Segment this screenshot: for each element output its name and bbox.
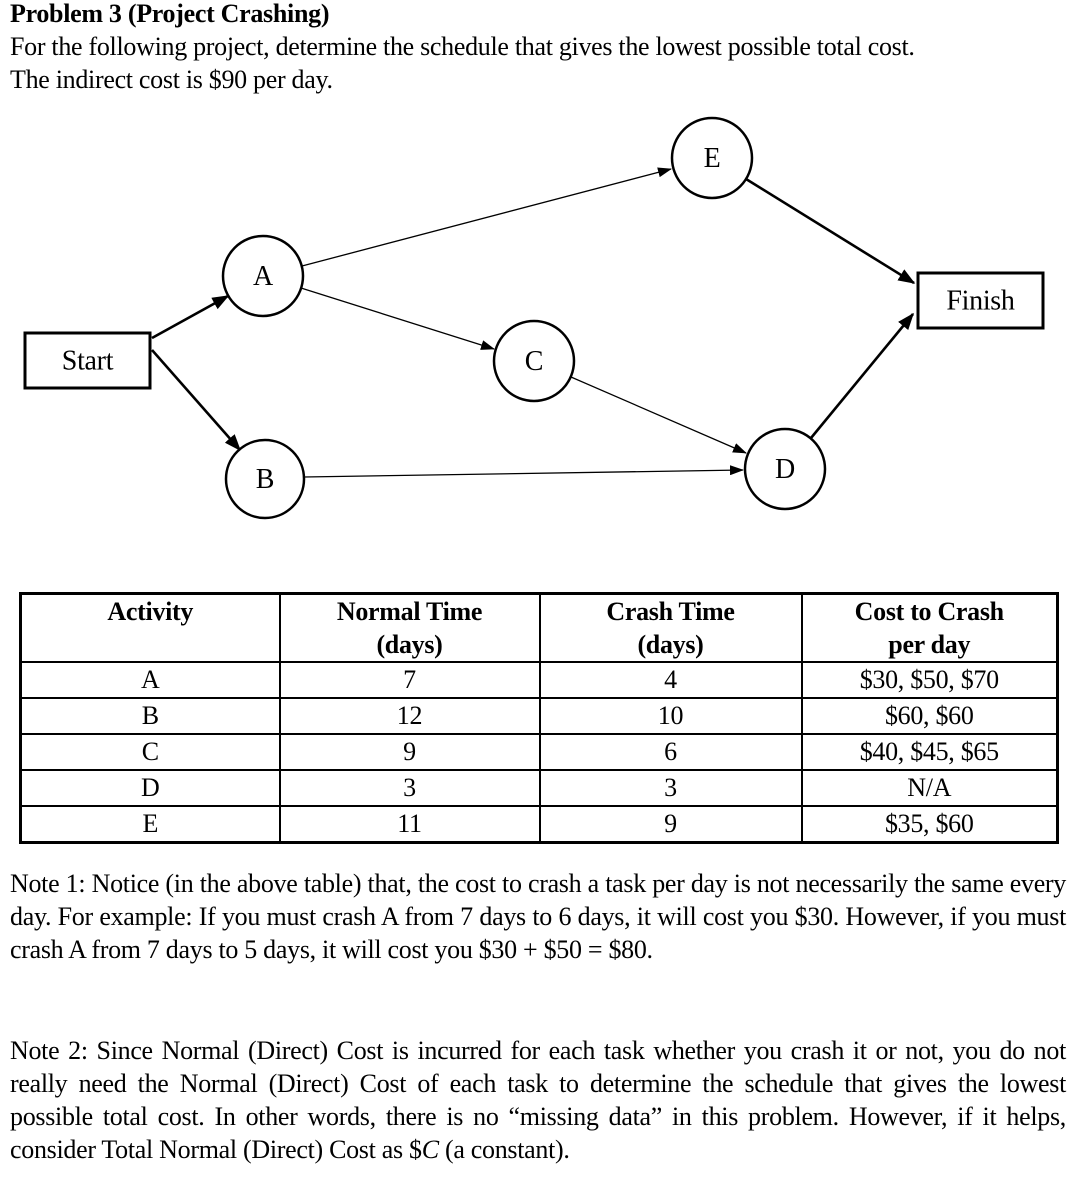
crash-table-wrap: Activity Normal Time (days) Crash Time (days… [19,592,1059,844]
node-label-B: B [256,464,274,495]
project-network-svg: Start A B C D E Finish [23,116,1045,520]
note-1-text: Note 1: Notice (in the above table) that… [10,869,1066,964]
cell-C-activity: C [19,733,281,771]
col-header-0: Activity [19,592,281,663]
node-A [221,234,305,318]
edge-B-D [303,465,744,478]
col-header-1-line1: Normal Time [336,597,483,626]
intro-line-2: The indirect cost is $90 per day. [10,65,333,94]
note-2-text-after: (a constant). [438,1135,570,1164]
cell-E-activity: E [19,805,281,844]
cell-A-activity: A [19,661,281,699]
node-C [492,319,576,403]
node-label-A: A [253,261,274,292]
col-header-2-line1: Crash Time [606,597,735,626]
note-2: Note 2: Since Normal (Direct) Cost is in… [10,1034,1066,1166]
table-header-row: Activity Normal Time (days) Crash Time (days… [19,592,1059,663]
intro-line-1: For the following project, determine the… [10,32,915,61]
col-header-2-line2: (days) [637,630,704,659]
node-label-D: D [775,454,795,485]
edge-A-E [301,167,672,267]
node-label-finish: Finish [946,286,1015,317]
cell-B-activity: B [19,697,281,735]
edge-start-A [151,294,230,340]
edge-C-D [570,376,747,454]
cell-B-cost: $60, $60 [800,697,1059,735]
col-header-3-line1: Cost to Crash [854,597,1005,626]
node-label-C: C [525,346,543,377]
cell-A-crash: 4 [538,661,803,699]
col-header-3-line2: per day [888,630,971,659]
node-label-E: E [704,143,721,174]
cell-C-cost: $40, $45, $65 [800,733,1059,771]
cell-C-normal: 9 [278,733,541,771]
edge-A-C [300,287,495,350]
cell-A-normal: 7 [278,661,541,699]
note-2-constant-symbol: C [421,1135,439,1164]
cell-E-crash: 9 [538,805,803,844]
cell-D-normal: 3 [278,769,541,807]
header-block: Problem 3 (Project Crashing) For the fol… [10,0,1070,96]
cell-A-cost: $30, $50, $70 [800,661,1059,699]
edge-D-finish [809,312,915,439]
cell-C-crash: 6 [538,733,803,771]
node-label-start: Start [62,346,114,377]
nodes-layer: Start A B C D E Finish [23,116,1045,520]
edge-start-B [151,349,241,452]
cell-D-cost: N/A [800,769,1059,807]
cell-D-activity: D [19,769,281,807]
node-D [743,427,827,511]
problem-title: Problem 3 (Project Crashing) [10,0,330,28]
col-header-2: Crash Time (days) [538,592,803,663]
cell-B-crash: 10 [538,697,803,735]
note-1: Note 1: Notice (in the above table) that… [10,867,1066,966]
node-finish [916,271,1045,330]
crash-cost-table: Activity Normal Time (days) Crash Time (days… [19,592,1059,844]
cell-E-normal: 11 [278,805,541,844]
node-E [670,116,754,200]
cell-E-cost: $35, $60 [800,805,1059,844]
node-B [224,438,306,520]
cell-D-crash: 3 [538,769,803,807]
col-header-3: Cost to Crash per day [800,592,1059,663]
col-header-1: Normal Time (days) [278,592,541,663]
edges-layer [151,167,916,478]
note-2-text-before: Note 2: Since Normal (Direct) Cost is in… [10,1036,1066,1164]
col-header-1-line2: (days) [376,630,443,659]
project-network-diagram: Start A B C D E Finish [0,115,1084,585]
col-header-0-line1: Activity [107,597,194,626]
cell-B-normal: 12 [278,697,541,735]
edge-E-finish [745,177,916,285]
node-start [23,331,152,390]
